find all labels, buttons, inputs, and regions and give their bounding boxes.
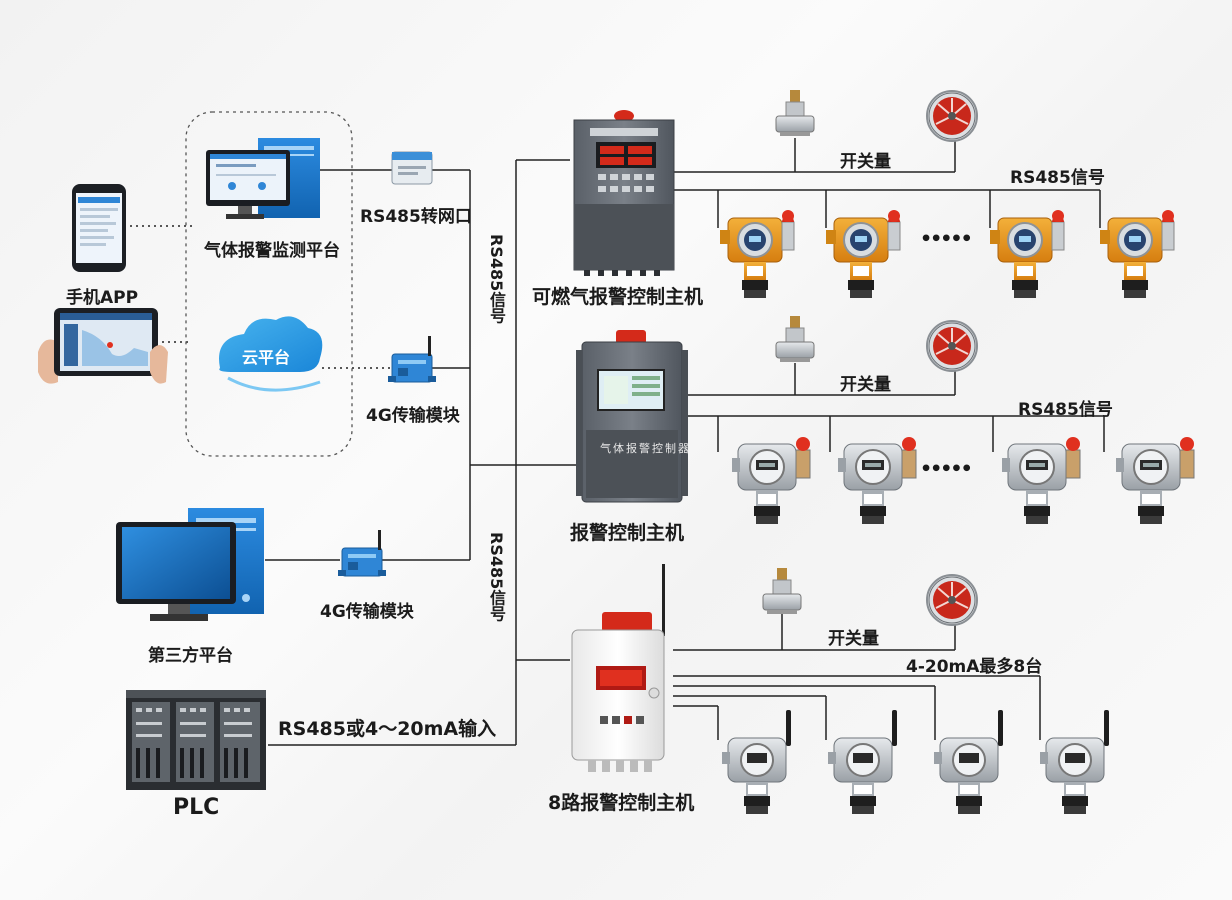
label-bus-lower: RS485信号 bbox=[487, 532, 506, 622]
detector-icon-row3-d bbox=[1039, 709, 1110, 815]
platform-group-outline bbox=[185, 111, 353, 457]
label-signal-3: 4-20mA最多8台 bbox=[906, 657, 1043, 677]
label-ellipsis-2: ••••• bbox=[920, 458, 973, 480]
detector-icon-row1-a bbox=[719, 209, 795, 299]
fan-icon-2 bbox=[926, 320, 978, 372]
detector-icon-row1-c bbox=[989, 209, 1065, 299]
label-signal-1: RS485信号 bbox=[1010, 168, 1105, 188]
detector-icon-row1-b bbox=[825, 209, 901, 299]
label-third-party: 第三方平台 bbox=[148, 646, 233, 666]
label-bus-upper: RS485信号 bbox=[487, 234, 506, 324]
detector-icon-row2-a bbox=[731, 436, 811, 525]
label-rs485-to-net: RS485转网口 bbox=[360, 207, 472, 227]
rs485-converter-icon bbox=[391, 151, 433, 185]
detector-icon-row1-d bbox=[1099, 209, 1175, 299]
label-switch-2: 开关量 bbox=[840, 375, 891, 395]
fan-icon-3 bbox=[926, 574, 978, 626]
label-controller-2-panel: 气体报警控制器 bbox=[600, 442, 691, 455]
label-controller-2: 报警控制主机 bbox=[570, 522, 685, 544]
label-signal-2: RS485信号 bbox=[1018, 400, 1113, 420]
controller-3-icon bbox=[571, 564, 665, 772]
label-switch-1: 开关量 bbox=[840, 152, 891, 172]
detector-icon-row3-b bbox=[827, 709, 898, 815]
valve-icon-3 bbox=[762, 567, 802, 615]
detector-icon-row2-b bbox=[837, 436, 917, 525]
fan-icon-1 bbox=[926, 90, 978, 142]
detector-icon-row3-c bbox=[933, 709, 1004, 815]
monitoring-pc-icon bbox=[206, 138, 320, 219]
valve-icon-2 bbox=[775, 315, 815, 363]
label-switch-3: 开关量 bbox=[828, 629, 879, 649]
label-controller-3: 8路报警控制主机 bbox=[548, 792, 695, 814]
valve-icon-1 bbox=[775, 89, 815, 137]
detector-icon-row2-c bbox=[1001, 436, 1081, 525]
detector-icon-row3-a bbox=[721, 709, 792, 815]
label-ellipsis-1: ••••• bbox=[920, 228, 973, 250]
tablet-icon bbox=[38, 308, 168, 384]
controller-1-icon bbox=[573, 110, 675, 276]
label-monitor-platform: 气体报警监测平台 bbox=[204, 241, 340, 261]
4g-module-icon-second bbox=[337, 529, 387, 577]
label-cloud-platform: 云平台 bbox=[242, 348, 291, 367]
phone-icon bbox=[72, 184, 126, 272]
label-mobile-app: 手机APP bbox=[66, 288, 139, 308]
third-party-pc-icon bbox=[116, 508, 264, 621]
connection-lines bbox=[130, 138, 1105, 746]
detector-icon-row2-d bbox=[1115, 436, 1195, 525]
label-plc-link: RS485或4～20mA输入 bbox=[278, 718, 497, 740]
label-controller-1: 可燃气报警控制主机 bbox=[532, 286, 704, 308]
4g-module-icon bbox=[387, 335, 437, 383]
plc-rack-icon bbox=[126, 690, 266, 790]
label-4g-module-b: 4G传输模块 bbox=[320, 602, 414, 622]
cloud-icon bbox=[219, 316, 323, 392]
label-plc: PLC bbox=[173, 795, 220, 820]
controller-2-icon bbox=[576, 330, 688, 503]
label-4g-module-a: 4G传输模块 bbox=[366, 406, 460, 426]
